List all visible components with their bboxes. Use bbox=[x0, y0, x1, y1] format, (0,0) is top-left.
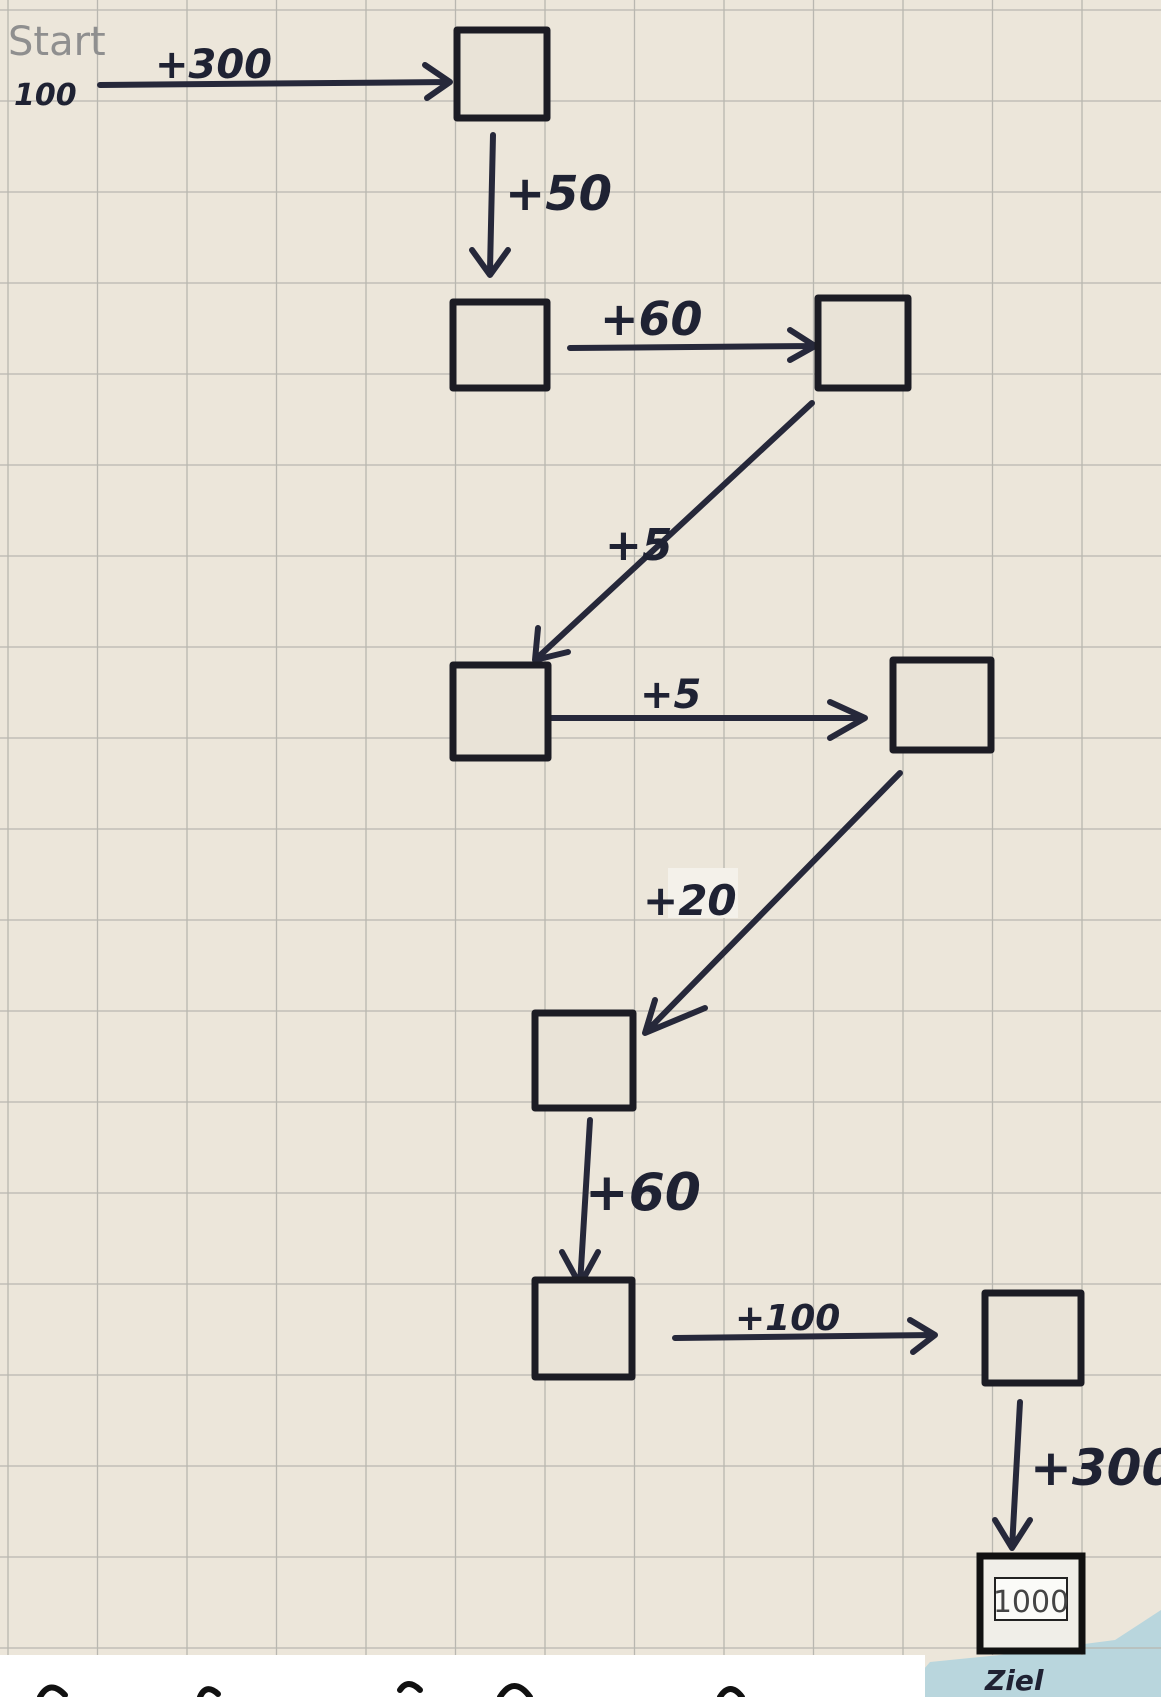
arrow-right bbox=[547, 699, 868, 741]
arrow-down bbox=[469, 132, 511, 278]
edge-2: +50 bbox=[469, 132, 612, 278]
edge-label: +60 bbox=[600, 292, 703, 346]
edge-4: +5 bbox=[532, 400, 815, 663]
edge-label: +5 bbox=[605, 520, 672, 571]
node-box bbox=[453, 26, 551, 122]
node-box bbox=[449, 661, 552, 762]
goal-node: 1000 Ziel bbox=[976, 1552, 1086, 1697]
edge-label: +5 bbox=[640, 672, 701, 718]
edge-1: +300 bbox=[97, 42, 453, 101]
node-box bbox=[531, 1009, 637, 1112]
node-box bbox=[814, 294, 912, 392]
edge-label: +50 bbox=[505, 166, 612, 222]
arrow-diagonal bbox=[642, 770, 903, 1036]
edge-5: +5 bbox=[547, 672, 868, 741]
goal-label: Ziel bbox=[984, 1664, 1044, 1697]
edge-label: +300 bbox=[155, 42, 272, 88]
goal-value: 1000 bbox=[993, 1585, 1069, 1620]
edge-label: +20 bbox=[643, 876, 737, 925]
edge-label: +300 bbox=[1030, 1439, 1161, 1497]
arrow-down bbox=[992, 1399, 1033, 1551]
node-box bbox=[889, 656, 995, 754]
cut-off-handwriting bbox=[37, 1681, 745, 1697]
arrow-right bbox=[672, 1317, 938, 1355]
start-label: Start bbox=[8, 19, 106, 65]
node-box bbox=[449, 298, 551, 392]
edge-label: +60 bbox=[585, 1163, 701, 1223]
bottom-strip bbox=[0, 1655, 925, 1697]
arrow-right bbox=[97, 62, 453, 101]
node-box bbox=[531, 1276, 636, 1381]
arrow-diagonal bbox=[532, 400, 815, 663]
correction-tape bbox=[668, 868, 738, 918]
edge-8: +100 bbox=[672, 1298, 938, 1355]
node-box bbox=[981, 1289, 1085, 1387]
edge-9: +300 bbox=[992, 1399, 1161, 1551]
start-value: 100 bbox=[14, 78, 77, 113]
edge-6: +20 bbox=[642, 770, 903, 1036]
goal-value-card bbox=[994, 1577, 1068, 1621]
edge-label: +100 bbox=[735, 1298, 840, 1339]
